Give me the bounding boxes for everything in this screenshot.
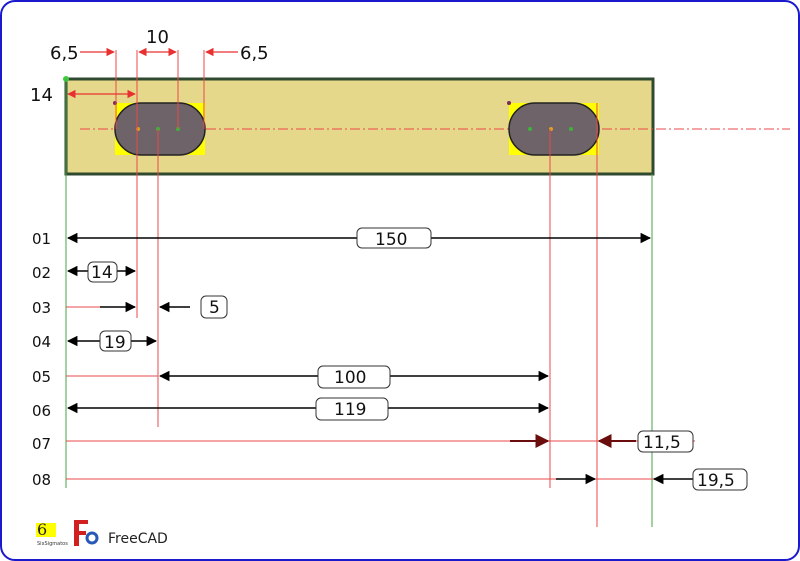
row-01-value: 150 (375, 230, 407, 250)
slot-left (113, 101, 206, 156)
reference-lines (65, 50, 653, 527)
row-05-value: 100 (334, 368, 366, 388)
row-03-dimension: 5 (66, 295, 228, 319)
svg-text:6: 6 (37, 520, 47, 539)
row-07-dimension: 11,5 (66, 430, 695, 453)
row-08-dimension: 19,5 (66, 468, 748, 491)
row-label-08: 08 (32, 471, 51, 489)
row-label-02: 02 (32, 264, 51, 282)
row-label-07: 07 (32, 435, 51, 453)
row-label-04: 04 (32, 333, 51, 351)
sixsigmatos-logo: 6 SixSigmatos (36, 520, 68, 547)
row-03-value: 5 (209, 298, 220, 318)
dim-slot-center: 14 (30, 85, 53, 106)
top-dimension-arrows (67, 47, 238, 99)
brand-name: FreeCAD (108, 531, 168, 547)
row-07-value: 11,5 (643, 433, 681, 453)
row-label-06: 06 (32, 402, 51, 420)
slot-right (507, 101, 600, 156)
svg-text:SixSigmatos: SixSigmatos (37, 541, 68, 547)
row-06-value: 119 (334, 400, 366, 420)
row-06-dimension: 119 (66, 397, 550, 421)
row-02-dimension: 14 (66, 261, 137, 283)
row-04-value: 19 (104, 333, 126, 353)
row-02-value: 14 (91, 263, 113, 283)
row-01-dimension: 150 (66, 227, 652, 250)
dim-left-gap: 6,5 (50, 43, 79, 64)
row-label-05: 05 (32, 368, 51, 386)
row-label-03: 03 (32, 299, 51, 317)
freecad-logo-icon (74, 520, 99, 546)
row-08-value: 19,5 (697, 471, 735, 491)
row-label-01: 01 (32, 230, 51, 248)
row-04-dimension: 19 (66, 330, 158, 353)
row-05-dimension: 100 (66, 365, 550, 389)
dim-slot-width: 10 (146, 27, 169, 48)
dim-right-gap: 6,5 (240, 43, 269, 64)
